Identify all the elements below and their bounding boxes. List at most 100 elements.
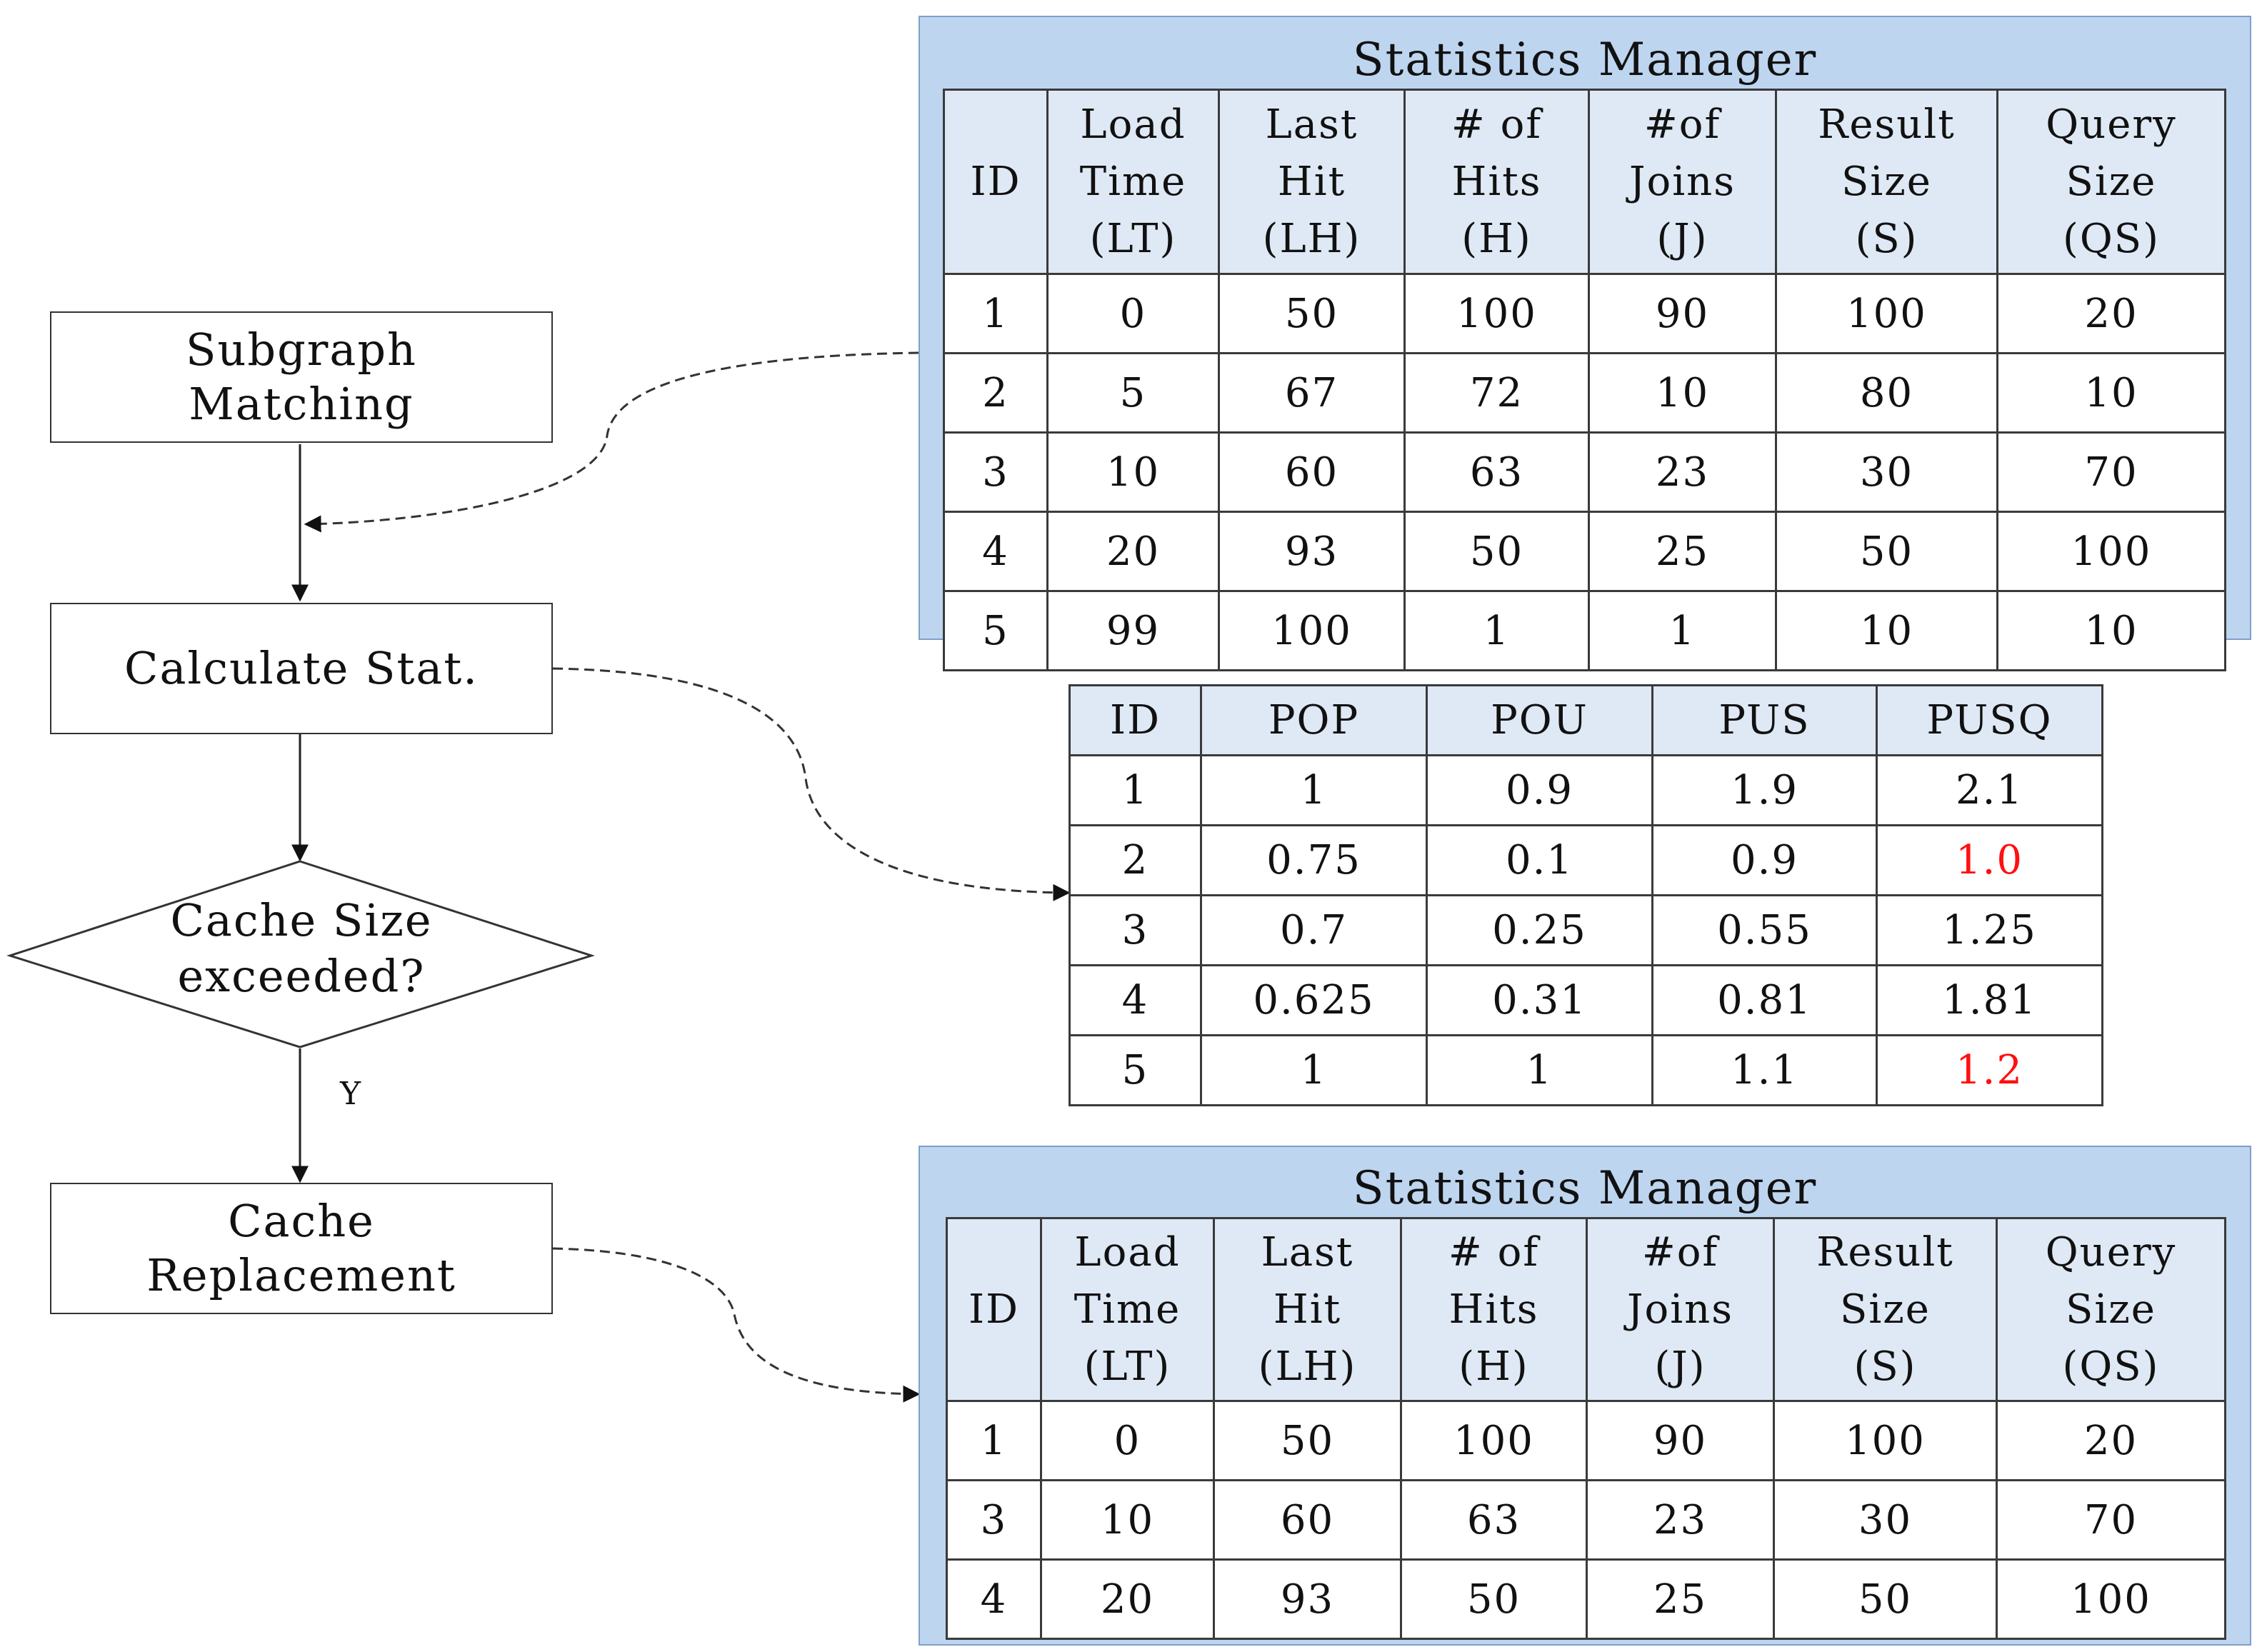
- statistics-manager-bottom-title: Statistics Manager: [1352, 1162, 1818, 1215]
- calc-header-cell: POU: [1426, 684, 1653, 756]
- stats-header-text: Size: [2066, 158, 2157, 205]
- stats-top-cell: 10: [1775, 590, 1998, 671]
- stats-header-text: (S): [1855, 215, 1918, 262]
- stats-header-text: # of: [1451, 101, 1543, 148]
- statistics-manager-top-title: Statistics Manager: [1352, 34, 1818, 86]
- calc-cell: 0.9: [1651, 824, 1878, 896]
- calc-cell: 1.25: [1876, 894, 2103, 966]
- stats-header-cell: ID: [946, 1217, 1042, 1402]
- stats-top-cell: 5: [943, 590, 1049, 671]
- stats-header-text: (LH): [1262, 215, 1361, 262]
- stats-bottom-cell: 100: [1773, 1400, 1998, 1481]
- cache-replacement-line-2: Replacement: [146, 1249, 456, 1301]
- stats-top-cell: 93: [1218, 511, 1406, 592]
- stats-bottom-cell: 25: [1586, 1558, 1775, 1640]
- stats-top-cell: 100: [1775, 273, 1998, 354]
- calc-cell: 4: [1069, 964, 1202, 1036]
- stats-bottom-cell: 23: [1586, 1479, 1775, 1561]
- stats-top-cell: 63: [1403, 431, 1590, 513]
- subgraph-matching-box: Subgraph Matching: [50, 311, 553, 443]
- stats-header-text: (J): [1654, 1343, 1706, 1390]
- stats-header-text: #of: [1643, 101, 1721, 148]
- stats-header-text: Last: [1265, 101, 1358, 148]
- calc-header-cell: ID: [1069, 684, 1202, 756]
- stats-top-cell: 1: [1588, 590, 1777, 671]
- stats-header-text: Hit: [1273, 1286, 1342, 1333]
- calc-cell: 1: [1069, 754, 1202, 826]
- stats-header-text: (LT): [1089, 215, 1177, 262]
- stats-header-text: Result: [1816, 1228, 1954, 1276]
- calc-cell: 0.9: [1426, 754, 1653, 826]
- calc-cell: 1: [1200, 754, 1428, 826]
- stats-bottom-cell: 50: [1400, 1558, 1588, 1640]
- stats-top-cell: 10: [1046, 431, 1220, 513]
- stats-header-text: Last: [1261, 1228, 1354, 1276]
- calc-cell: 1.81: [1876, 964, 2103, 1036]
- calc-cell: 1.2: [1876, 1034, 2103, 1106]
- stats-header-text: (S): [1853, 1343, 1917, 1390]
- calc-cell: 0.75: [1200, 824, 1428, 896]
- calculate-stat-label: Calculate Stat.: [124, 642, 479, 694]
- stats-header-text: ID: [970, 158, 1021, 205]
- stats-top-cell: 70: [1996, 431, 2226, 513]
- calc-cell: 2.1: [1876, 754, 2103, 826]
- calc-cell: 1: [1426, 1034, 1653, 1106]
- stats-header-text: Time: [1079, 158, 1187, 205]
- yes-branch-label: Y: [340, 1076, 361, 1112]
- stats-top-cell: 10: [1996, 590, 2226, 671]
- stats-bottom-cell: 1: [946, 1400, 1042, 1481]
- stats-header-text: Hits: [1451, 158, 1542, 205]
- stats-top-cell: 10: [1588, 352, 1777, 434]
- stats-header-text: Hit: [1277, 158, 1346, 205]
- stats-top-cell: 100: [1218, 590, 1406, 671]
- calc-cell: 3: [1069, 894, 1202, 966]
- calc-cell: 1.9: [1651, 754, 1878, 826]
- stats-top-cell: 30: [1775, 431, 1998, 513]
- calc-header-cell: PUS: [1651, 684, 1878, 756]
- decision-line-2: exceeded?: [177, 950, 426, 1002]
- calc-cell: 1.1: [1651, 1034, 1878, 1106]
- calc-header-cell: POP: [1200, 684, 1428, 756]
- stats-bottom-cell: 100: [1400, 1400, 1588, 1481]
- stats-header-text: Query: [2046, 101, 2177, 148]
- stats-header-text: (J): [1656, 215, 1708, 262]
- stats-header-text: Query: [2045, 1228, 2177, 1276]
- stats-header-text: Size: [1840, 1286, 1931, 1333]
- stats-top-cell: 50: [1775, 511, 1998, 592]
- stats-top-cell: 100: [1996, 511, 2226, 592]
- stats-header-text: Joins: [1629, 158, 1736, 205]
- stats-header-cell: # of Hits (H): [1403, 89, 1590, 275]
- stats-bottom-cell: 50: [1773, 1558, 1998, 1640]
- stats-bottom-cell: 100: [1996, 1558, 2226, 1640]
- stats-top-cell: 50: [1218, 273, 1406, 354]
- stats-bottom-cell: 0: [1040, 1400, 1215, 1481]
- subgraph-matching-line-2: Matching: [189, 378, 414, 430]
- calc-header-cell: PUSQ: [1876, 684, 2103, 756]
- stats-header-text: Size: [2066, 1286, 2156, 1333]
- stats-top-cell: 23: [1588, 431, 1777, 513]
- stats-header-text: (H): [1461, 215, 1532, 262]
- stats-bottom-cell: 3: [946, 1479, 1042, 1561]
- stats-bottom-cell: 10: [1040, 1479, 1215, 1561]
- dashed-connector-replacement-to-stats: [552, 1247, 921, 1403]
- subgraph-matching-line-1: Subgraph: [185, 324, 417, 376]
- stats-header-text: # of: [1448, 1228, 1540, 1276]
